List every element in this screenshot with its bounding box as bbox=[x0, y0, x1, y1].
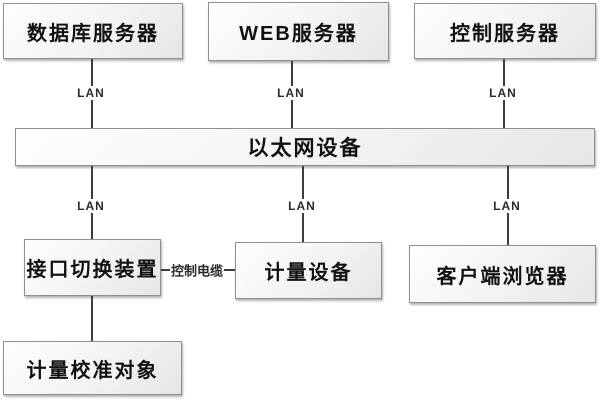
edge-label-control-cable: 控制电缆 bbox=[169, 260, 225, 280]
connector-switch-to-calibration bbox=[91, 296, 93, 341]
edge-label-lan-client: LAN bbox=[490, 199, 524, 213]
node-interface-switch: 接口切换装置 bbox=[24, 239, 161, 296]
node-ethernet-device-label: 以太网设备 bbox=[247, 137, 363, 160]
edge-label-lan-switch: LAN bbox=[74, 199, 108, 213]
node-database-server: 数据库服务器 bbox=[3, 3, 183, 59]
node-ethernet-device: 以太网设备 bbox=[15, 128, 595, 166]
node-client-browser: 客户端浏览器 bbox=[409, 245, 596, 303]
node-control-server: 控制服务器 bbox=[414, 3, 596, 59]
node-metering-device-label: 计量设备 bbox=[264, 262, 353, 284]
edge-label-lan-metering: LAN bbox=[285, 199, 319, 213]
node-web-server-label: WEB服务器 bbox=[239, 23, 358, 45]
edge-label-lan-database: LAN bbox=[74, 86, 108, 100]
node-interface-switch-label: 接口切换装置 bbox=[26, 259, 159, 281]
node-metering-device: 计量设备 bbox=[235, 242, 382, 299]
node-database-server-label: 数据库服务器 bbox=[27, 22, 159, 45]
node-web-server: WEB服务器 bbox=[208, 2, 389, 61]
node-calibration-target: 计量校准对象 bbox=[3, 341, 182, 395]
edge-label-lan-control: LAN bbox=[486, 86, 520, 100]
node-control-server-label: 控制服务器 bbox=[450, 22, 560, 45]
node-calibration-target-label: 计量校准对象 bbox=[26, 359, 159, 382]
node-client-browser-label: 客户端浏览器 bbox=[436, 265, 569, 288]
edge-label-lan-web: LAN bbox=[274, 86, 308, 100]
